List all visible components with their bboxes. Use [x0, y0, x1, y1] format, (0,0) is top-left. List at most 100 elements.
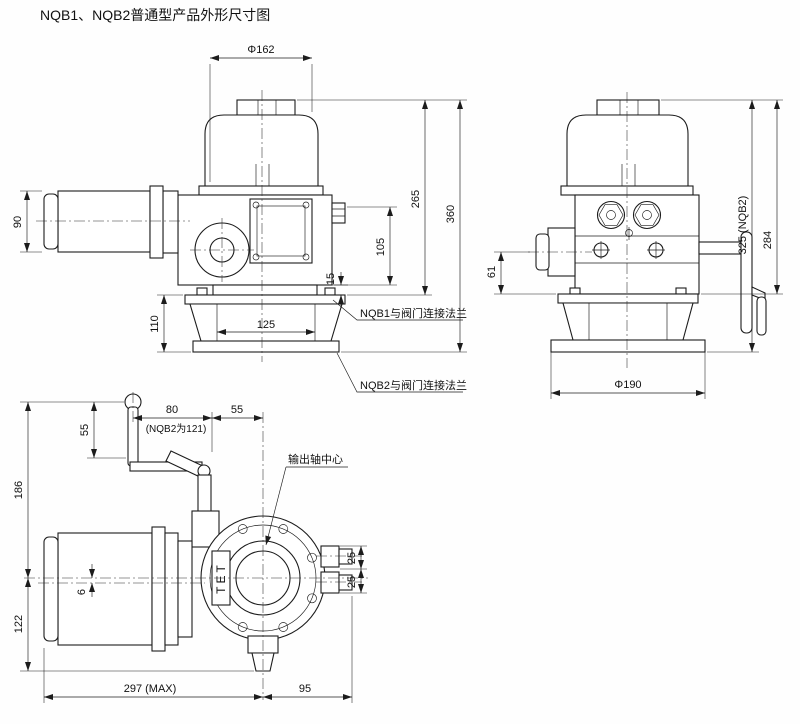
hex-plug	[634, 204, 660, 226]
ext-lines	[209, 64, 313, 182]
front-motor-endcap	[43, 193, 59, 250]
front-flange-plate	[184, 294, 346, 305]
right-port-upper-cap	[338, 548, 353, 565]
leader-line	[336, 352, 463, 393]
label-nqb2-flange: NQB2与阀门连接法兰	[360, 378, 467, 392]
dim-80: 80	[166, 404, 178, 416]
side-flange-plate	[557, 293, 699, 304]
side-cap-seams	[619, 100, 639, 115]
front-housing-flange	[198, 185, 324, 196]
front-housing-seams	[255, 164, 270, 186]
side-flange-bolt	[569, 287, 581, 295]
hex-plug-boss	[632, 200, 662, 230]
ext-lines	[661, 99, 783, 353]
front-top-cap	[236, 99, 296, 116]
dim-325: 325 (NQB2)	[737, 196, 749, 255]
front-base-flange	[192, 340, 340, 353]
dim-265: 265	[410, 190, 422, 208]
top-motor-tube	[57, 532, 153, 646]
dim-186: 186	[13, 481, 25, 499]
dim-125: 125	[257, 319, 275, 331]
port-crosshair	[647, 241, 665, 259]
dim-55-horizontal: 55	[231, 404, 243, 416]
label-nqb1-flange: NQB1与阀门连接法兰	[360, 306, 467, 320]
right-port-upper	[320, 545, 340, 568]
dim-90: 90	[12, 216, 24, 228]
ext-lines	[297, 99, 467, 353]
dim-25-lower: 25	[346, 576, 358, 588]
bolt-hole	[302, 201, 310, 209]
ext-lines	[20, 401, 126, 459]
front-motor-tube	[57, 190, 151, 253]
front-cover-inner	[256, 205, 306, 257]
top-view: TET 55 80 (NQB2为121) 55 186 122 6 25 25	[13, 392, 368, 703]
top-motor-flange	[151, 526, 166, 652]
front-view: Φ162 265 360 105 15 90 110 125 NQB1与阀门连接…	[12, 44, 467, 393]
top-motor-ring2	[177, 540, 193, 638]
right-port-lower-cap	[338, 574, 353, 591]
front-flange-bolt	[196, 287, 208, 296]
leader-line	[265, 466, 287, 546]
dim-105: 105	[375, 238, 387, 256]
hex-plug-center	[642, 210, 652, 220]
dim-110: 110	[149, 315, 161, 333]
bolt-hole	[237, 622, 248, 632]
hex-plug	[598, 204, 624, 226]
bolt-hole	[302, 253, 310, 261]
bolt-hole	[307, 552, 317, 563]
dim-61: 61	[486, 266, 498, 278]
port-centerlines	[316, 555, 362, 583]
dim-360: 360	[445, 205, 457, 223]
ext-lines	[550, 352, 706, 399]
dim-55-vertical: 55	[79, 424, 91, 436]
front-neck	[212, 284, 318, 296]
top-motor-ring	[164, 532, 179, 646]
dim-297-max: 297 (MAX)	[124, 683, 177, 695]
bolt-hole	[237, 524, 248, 534]
front-output-centerlines	[190, 218, 254, 282]
front-terminal-box	[331, 202, 346, 224]
crank-grip	[756, 296, 767, 336]
bolt-hole	[252, 201, 260, 209]
dim-15: 15	[325, 273, 337, 285]
front-motor-flange	[149, 185, 164, 259]
top-motor-endcap	[43, 536, 59, 642]
bolt-hole	[278, 622, 289, 632]
page-title: NQB1、NQB2普通型产品外形尺寸图	[40, 7, 270, 23]
dim-6: 6	[76, 589, 88, 595]
bolt-hole	[307, 593, 317, 604]
leader-line	[332, 299, 463, 321]
handwheel-shaft	[698, 241, 743, 255]
bolt-hole	[252, 253, 260, 261]
dim-25-upper: 25	[346, 552, 358, 564]
dim-284: 284	[762, 231, 774, 249]
dim-122: 122	[13, 615, 25, 633]
side-bell-inner	[588, 303, 668, 340]
side-top-cap	[596, 99, 660, 116]
front-cover-plate	[249, 198, 313, 264]
front-flange-bolt	[324, 287, 336, 296]
side-flange-bolt	[675, 287, 687, 295]
dim-80-note: (NQB2为121)	[146, 423, 207, 435]
side-base-flange	[550, 339, 706, 353]
front-motor-housing	[204, 114, 319, 187]
label-output-shaft-center: 输出轴中心	[288, 452, 343, 466]
side-view: 61 Φ190 325 (NQB2) 284	[486, 92, 783, 399]
dim-phi190: Φ190	[614, 379, 641, 391]
ext-lines	[43, 596, 353, 703]
dim-phi162: Φ162	[247, 44, 274, 56]
ext-lines	[20, 190, 42, 253]
dim-95: 95	[299, 683, 311, 695]
hex-plug-boss	[596, 200, 626, 230]
front-cap-seams	[257, 100, 277, 115]
front-terminal-lines	[332, 208, 345, 217]
port-crosshair	[592, 241, 610, 259]
latch-link	[197, 474, 212, 514]
hex-plug-center	[606, 210, 616, 220]
side-body-steps	[575, 235, 699, 264]
side-bell	[562, 302, 694, 341]
side-housing-seams	[621, 164, 636, 186]
side-motor-housing	[566, 114, 689, 187]
